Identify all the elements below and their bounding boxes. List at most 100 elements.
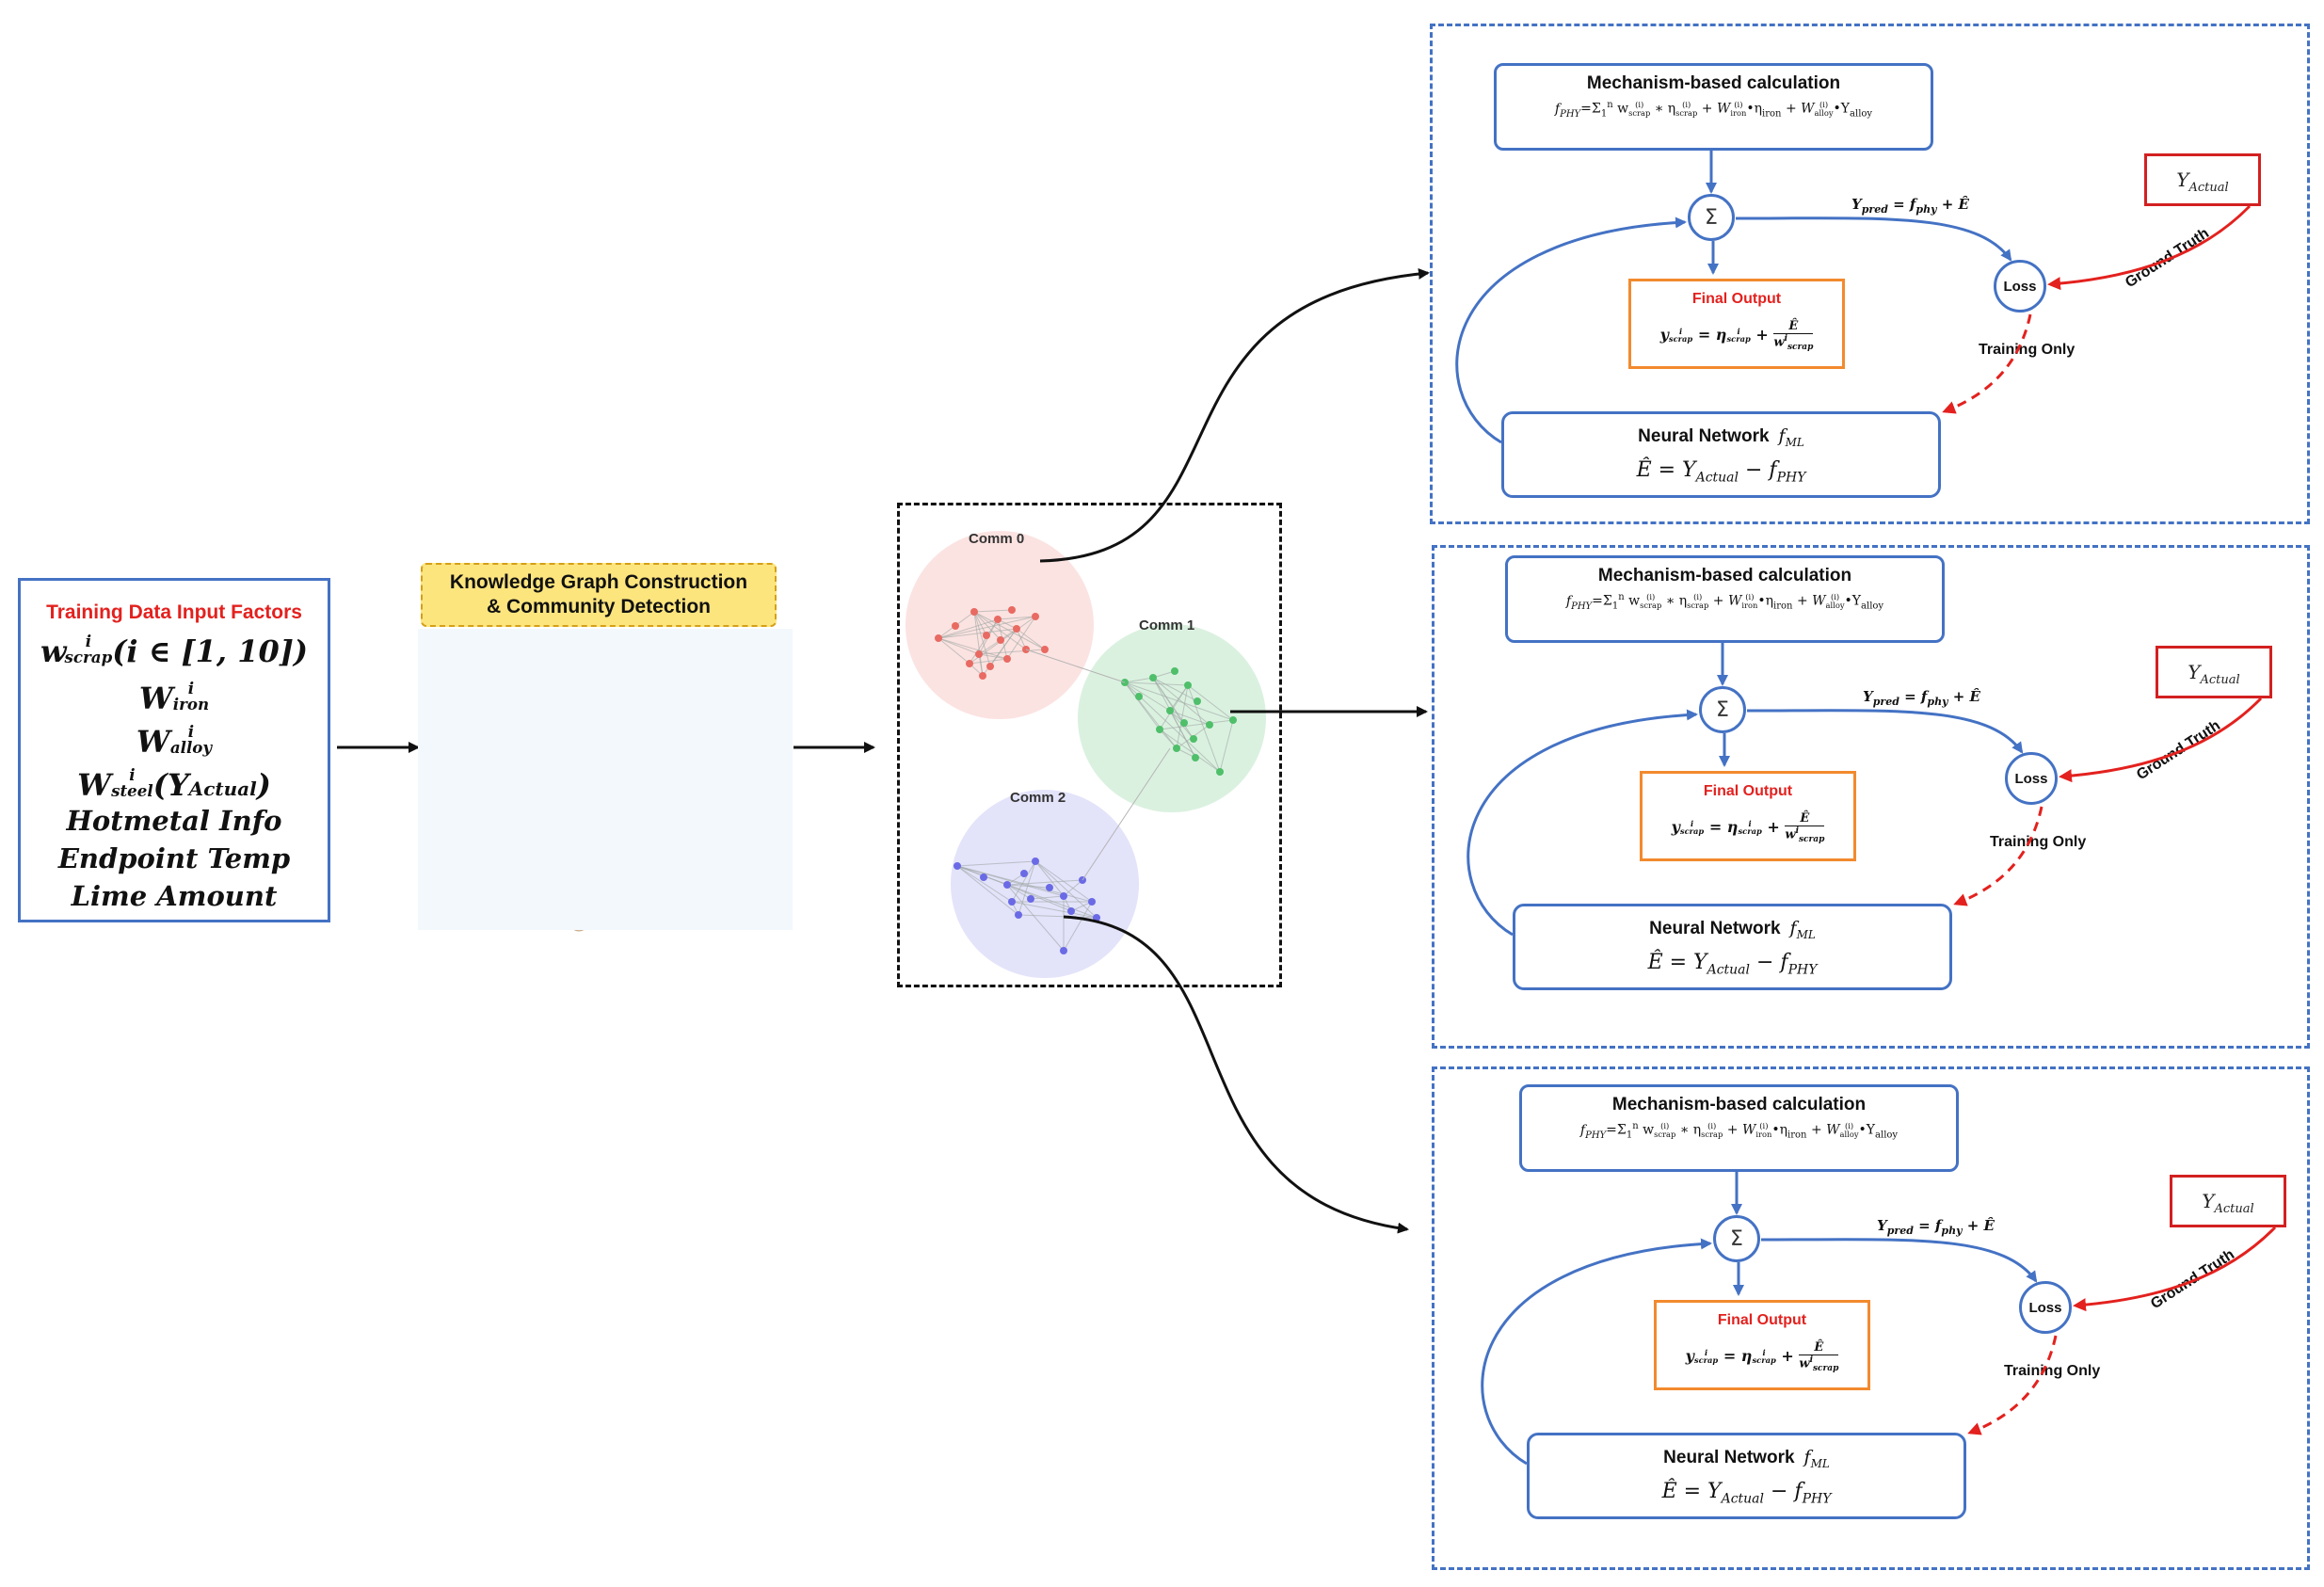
final-output-title: Final Output: [1717, 1312, 1807, 1328]
final-output-title: Final Output: [1691, 291, 1782, 307]
mechanism-title: Mechanism-based calculation: [1611, 1095, 1867, 1114]
community-node: [954, 862, 961, 870]
neural-network-label: Neural Network: [1649, 919, 1781, 938]
community-edge: [1159, 684, 1189, 730]
community-1-region: [1078, 624, 1266, 812]
knowledge-graph-title: Knowledge Graph Construction & Community…: [421, 563, 777, 627]
community-edge: [938, 618, 999, 639]
neural-network-title: Neural Network fML: [1504, 425, 1938, 449]
community-edge: [1169, 710, 1210, 726]
community-edge: [1159, 719, 1234, 730]
community-node: [1180, 719, 1188, 727]
community-edge: [938, 616, 1036, 639]
neural-network-fml: fML: [1803, 1447, 1830, 1470]
community-node: [986, 663, 994, 670]
community-edge: [969, 658, 1008, 665]
inter-community-edge: [1082, 747, 1171, 881]
ypred-label: Ypred = fphy + Ê: [1877, 1217, 1995, 1237]
community-node: [1020, 870, 1028, 877]
input-factor-hotmetal: Hotmetal Info: [66, 805, 282, 837]
neural-network-label: Neural Network: [1638, 426, 1770, 446]
community-edge: [1124, 681, 1234, 721]
community-edge: [1124, 681, 1171, 712]
community-edge: [997, 616, 1036, 620]
community-edge: [1018, 914, 1098, 919]
community-edge: [1063, 879, 1083, 897]
community-node: [1013, 625, 1020, 633]
community-edge: [978, 639, 1002, 655]
community-edge: [1159, 729, 1178, 749]
mechanism-formula: fPHY=Σ1n w(i)scrap ∗ η(i)scrap + W(i)iro…: [1565, 592, 1884, 612]
knowledge-graph-background: [418, 629, 793, 930]
neural-network-formula: Ê = YActual − fPHY: [1647, 950, 1818, 978]
community-node: [1149, 674, 1157, 681]
neural-network-fml: fML: [1778, 425, 1804, 449]
community-edge: [1006, 879, 1083, 886]
community-edge: [1034, 860, 1093, 903]
panel-1: [1430, 24, 2310, 524]
community-node: [1135, 693, 1143, 700]
community-node: [1088, 898, 1096, 906]
sum-node: Σ: [1713, 1215, 1760, 1262]
ypred-label: Ypred = fphy + Ê: [1863, 688, 1980, 708]
community-edge: [973, 609, 1013, 613]
mechanism-title: Mechanism-based calculation: [1597, 566, 1852, 585]
input-factors-title: Training Data Input Factors: [46, 601, 302, 623]
panel-3: [1432, 1066, 2310, 1570]
community-edge: [1006, 884, 1032, 900]
arrow-comm0-to-panel1: [1039, 267, 1430, 563]
community-node: [1184, 681, 1192, 689]
community-edge: [956, 865, 1019, 916]
community-edge: [973, 611, 987, 636]
community-edge: [1169, 710, 1196, 759]
sum-node: Σ: [1688, 194, 1735, 241]
flow-arrows: [337, 267, 1430, 1234]
community-edge: [978, 649, 1046, 655]
arrow-comm2-to-panel3: [1063, 915, 1409, 1234]
neural-network-title: Neural Network fML: [1530, 1447, 1963, 1470]
community-node: [1027, 895, 1034, 903]
community-edge: [1124, 681, 1178, 749]
community-node: [1008, 606, 1016, 614]
community-edge: [1152, 677, 1198, 702]
ypred-label: Ypred = fphy + Ê: [1851, 196, 1969, 216]
community-edge: [1063, 901, 1093, 952]
community-node: [1046, 884, 1053, 891]
community-node: [1156, 726, 1163, 733]
final-output-title: Final Output: [1703, 783, 1793, 799]
neural-network-label: Neural Network: [1663, 1448, 1795, 1467]
community-2-label: Comm 2: [1010, 790, 1066, 806]
community-node: [1229, 716, 1237, 724]
training-only-label: Training Only: [1990, 834, 2087, 850]
community-node: [1206, 721, 1213, 729]
community-edge: [1016, 628, 1027, 650]
community-node: [1173, 745, 1180, 752]
loss-node: Loss: [2019, 1281, 2072, 1334]
community-edge: [969, 618, 999, 665]
community-node: [1171, 667, 1178, 675]
community-node: [970, 608, 978, 616]
community-node: [1216, 768, 1224, 776]
mechanism-formula: fPHY=Σ1n w(i)scrap ∗ η(i)scrap + W(i)iro…: [1554, 100, 1873, 120]
community-node: [1194, 697, 1201, 705]
community-node: [975, 650, 983, 658]
community-edge: [1070, 901, 1093, 912]
loss-node: Loss: [2005, 752, 2058, 805]
community-node: [1008, 898, 1016, 906]
y-actual-box: YActual: [2144, 153, 2261, 206]
mechanism-box: Mechanism-based calculation fPHY=Σ1n w(i)…: [1505, 555, 1945, 643]
community-node: [1041, 646, 1049, 653]
